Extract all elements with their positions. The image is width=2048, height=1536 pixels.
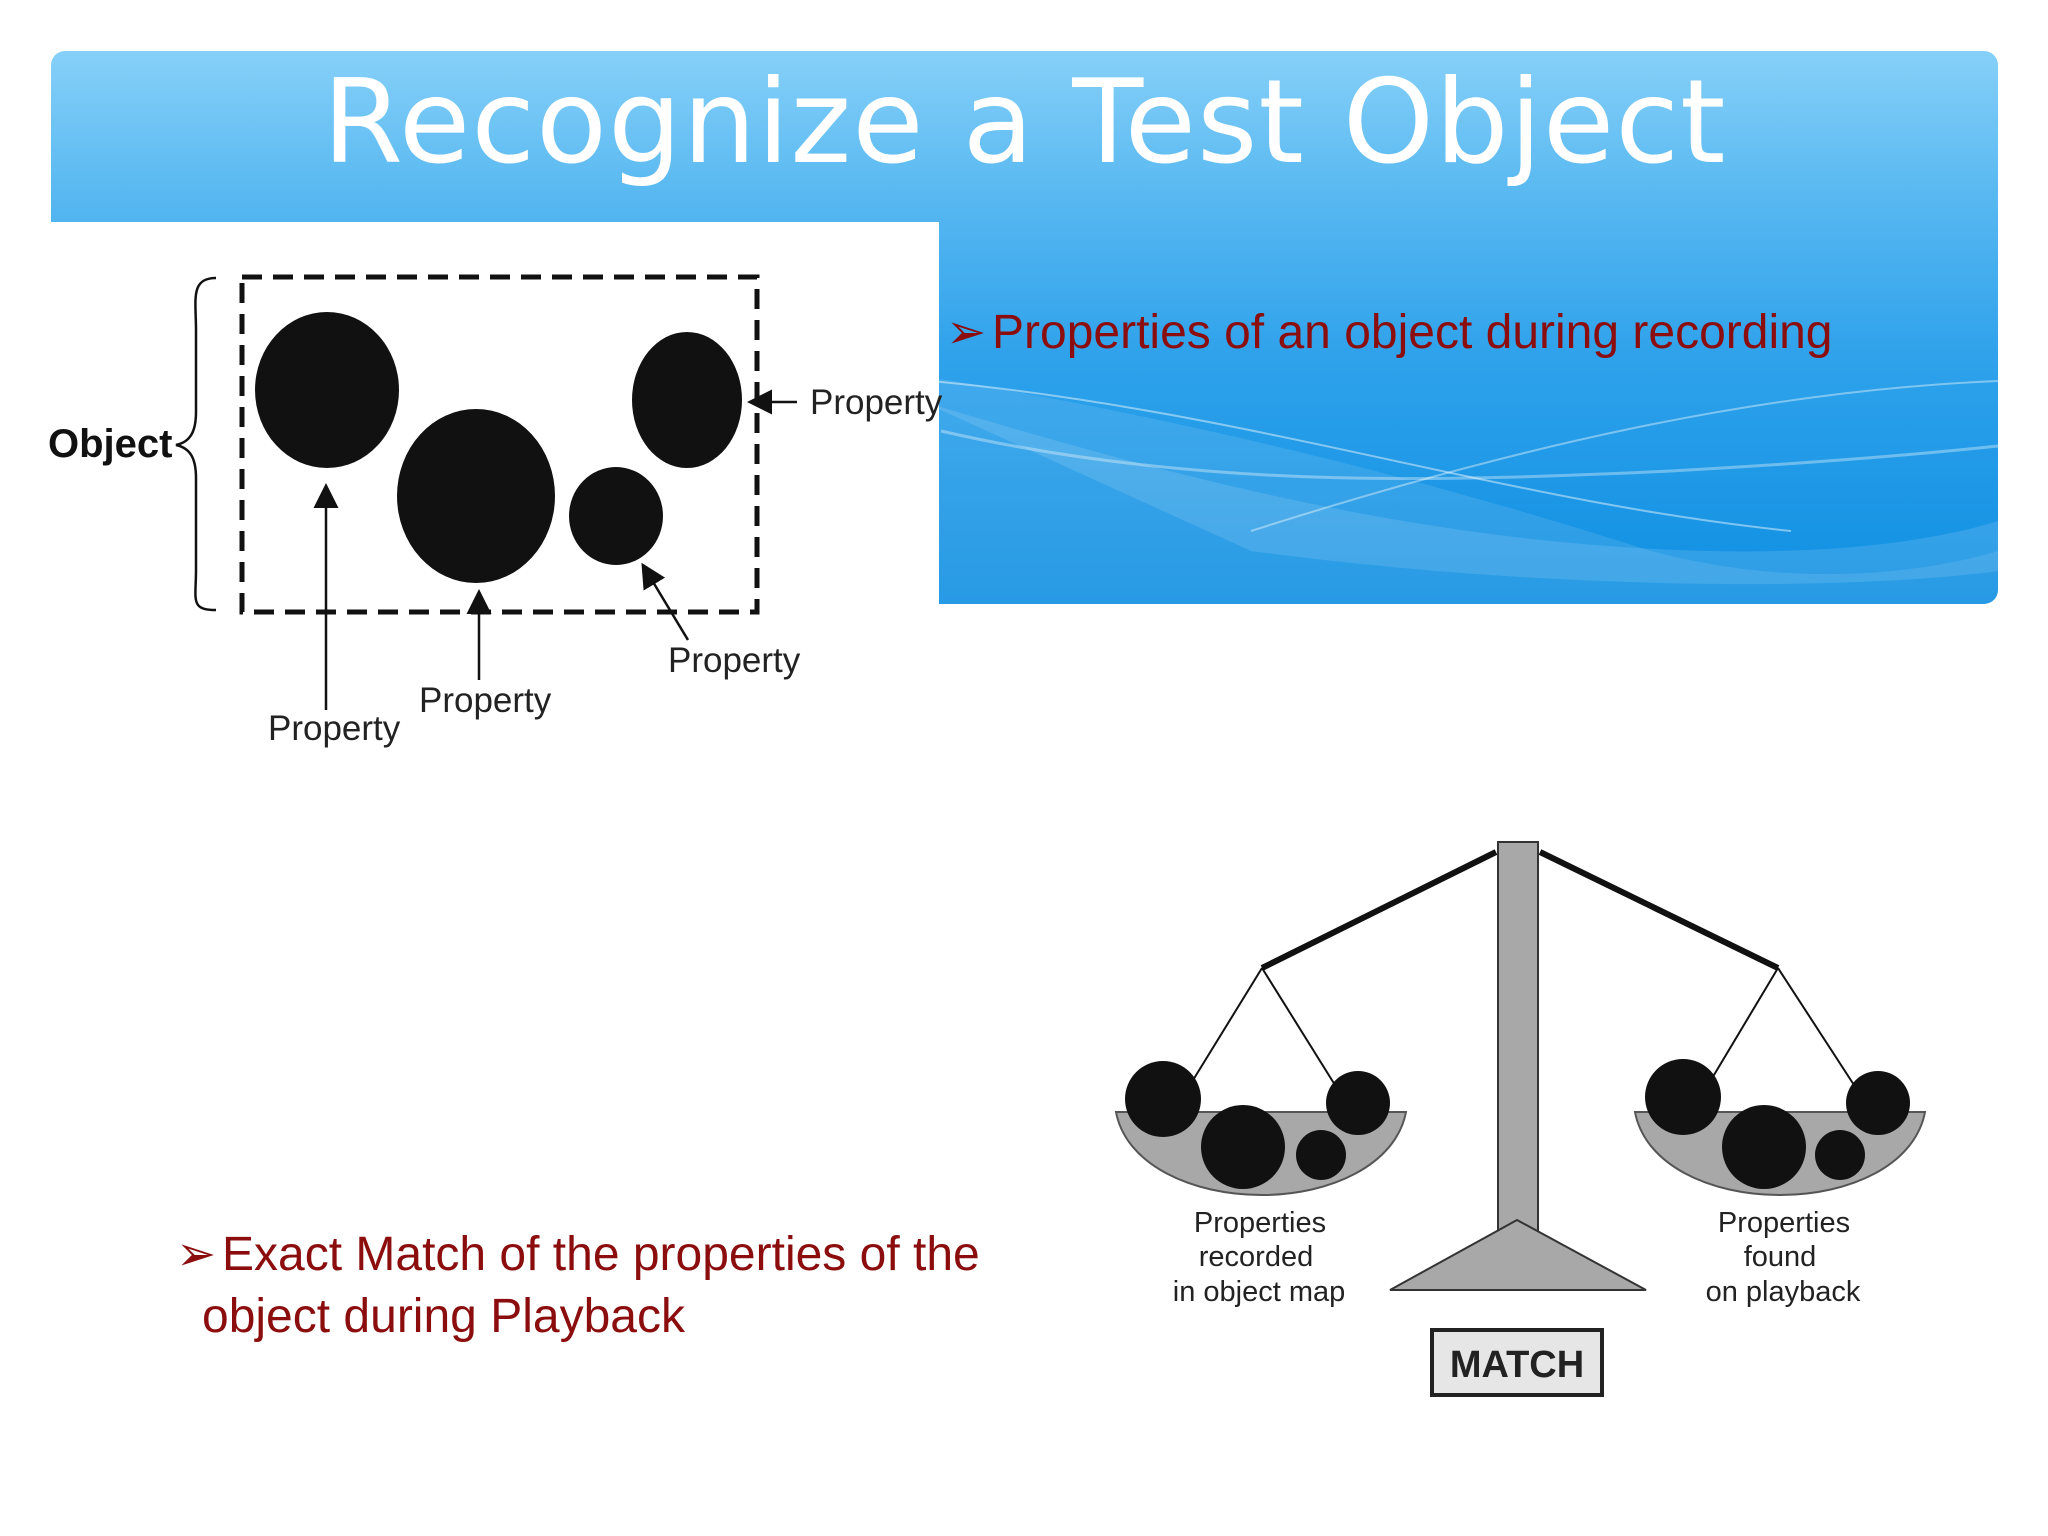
bullet-recording: ➢Properties of an object during recordin… [946, 302, 1833, 364]
match-box [1430, 1328, 1604, 1397]
property-ball [1815, 1130, 1865, 1180]
left-caption-line: in object map [1173, 1276, 1346, 1308]
property-circle [255, 312, 399, 468]
scale-pole [1497, 841, 1539, 1233]
property-circle [569, 467, 663, 565]
property-circle [632, 332, 742, 468]
scale-beam-right [1538, 849, 1780, 971]
right-caption-line: on playback [1706, 1276, 1861, 1308]
match-label: MATCH [1450, 1344, 1584, 1386]
scale-string [1707, 967, 1779, 1086]
object-label: Object [48, 422, 172, 466]
bullet-arrow-icon: ➢ [946, 306, 987, 359]
property-circle [397, 409, 555, 583]
scale-beam-left [1260, 849, 1498, 971]
property-ball [1201, 1105, 1285, 1189]
property-ball [1846, 1071, 1910, 1135]
property-ball [1722, 1105, 1806, 1189]
bullet-playback-line2: object during Playback [202, 1290, 685, 1343]
scale-string [1261, 967, 1336, 1086]
object-brace [175, 276, 217, 612]
scale-string [1189, 967, 1263, 1086]
wave-decoration [891, 371, 1998, 604]
object-properties-diagram: Object Property Property Property Proper… [48, 274, 943, 748]
property-label: Property [810, 383, 943, 422]
property-label: Property [419, 681, 552, 720]
property-ball [1645, 1059, 1721, 1135]
bullet-arrow-icon: ➢ [176, 1228, 217, 1281]
bullet-recording-text: Properties of an object during recording [992, 306, 1833, 359]
right-caption-line: Properties [1718, 1207, 1850, 1239]
bullet-playback-line1: Exact Match of the properties of the [222, 1228, 980, 1281]
property-label: Property [668, 641, 801, 680]
left-caption-line: Properties [1194, 1207, 1326, 1239]
property-arrow [641, 562, 690, 641]
balance-scale-diagram: Properties recorded in object map Proper… [1114, 841, 1927, 1397]
property-ball [1296, 1130, 1346, 1180]
scale-base [1389, 1218, 1647, 1291]
right-caption-line: found [1744, 1241, 1817, 1273]
object-boundary [239, 274, 760, 615]
bullet-playback: ➢Exact Match of the properties of the ob… [176, 1224, 980, 1348]
left-caption-line: recorded [1199, 1241, 1313, 1273]
property-ball [1125, 1061, 1201, 1137]
property-label: Property [268, 709, 401, 748]
slide-title: Recognize a Test Object [322, 55, 1727, 190]
scale-string [1777, 967, 1855, 1086]
property-ball [1326, 1071, 1390, 1135]
